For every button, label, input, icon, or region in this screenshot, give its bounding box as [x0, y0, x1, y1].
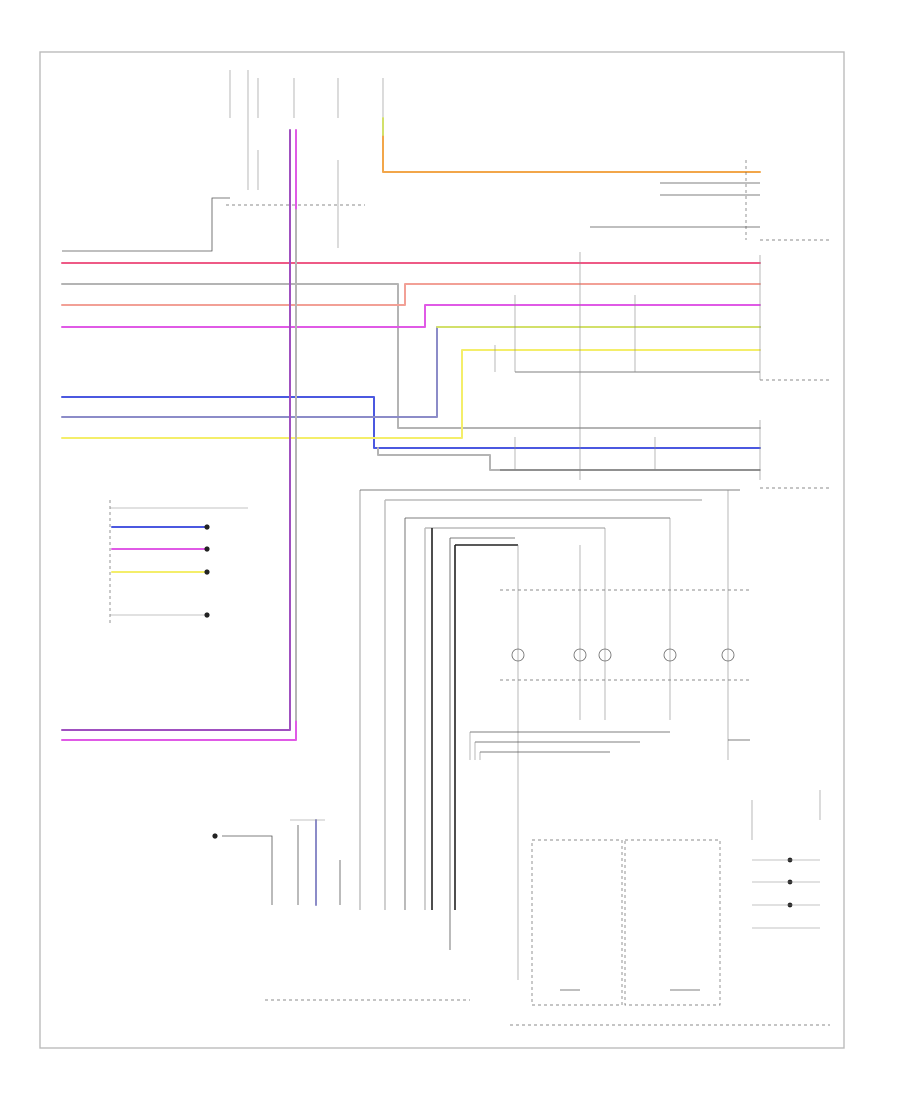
- wire-tan-feed: [62, 197, 230, 252]
- wire-gray-2: [61, 283, 761, 429]
- fuse-column-group: [226, 70, 384, 248]
- diagram-frame: [39, 51, 845, 1049]
- connector-front-control: [109, 500, 248, 625]
- connector-right-upper: [745, 160, 830, 489]
- connector-left-steering: [212, 819, 470, 1001]
- wire-gray-lower-return: [377, 447, 761, 471]
- wire-purple-blue-pair: [61, 129, 297, 741]
- wire-yellow: [61, 349, 761, 439]
- center-bundle: [359, 489, 740, 950]
- splice-risers: [494, 252, 656, 480]
- wire-black-right: [500, 182, 760, 471]
- switch-boxes: [469, 731, 830, 1026]
- clockspring-band: [500, 490, 750, 980]
- wire-magenta: [61, 304, 761, 328]
- wire-orange: [382, 124, 761, 173]
- wire-salmon: [61, 283, 761, 306]
- wire-blue: [61, 396, 761, 449]
